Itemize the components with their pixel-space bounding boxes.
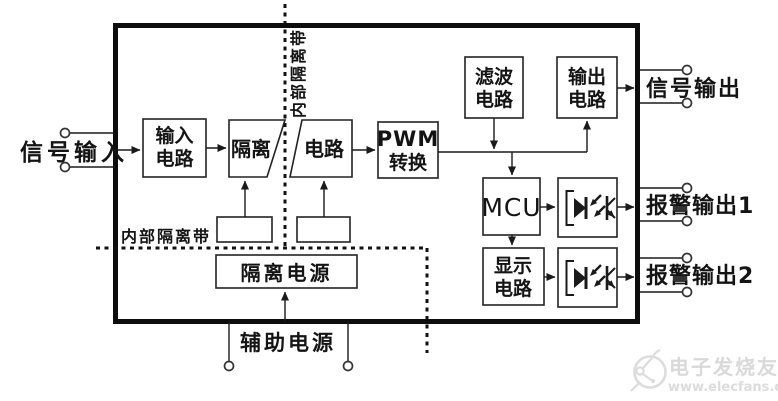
signal-input-label: 信号输入	[20, 139, 128, 166]
terminal-alarm1-bottom	[681, 215, 693, 227]
terminals	[59, 64, 693, 372]
block-isolation	[228, 119, 287, 178]
elecfans-logo-icon	[630, 348, 667, 392]
block-input-circuit	[142, 118, 207, 178]
alarm-output1-label: 报警输出1	[646, 193, 754, 219]
filter-label-2: 电路	[475, 88, 514, 111]
block-isolation-driver-right	[296, 216, 351, 243]
terminal-alarm1-top	[681, 182, 693, 194]
terminal-signal-in-top	[59, 127, 71, 139]
filter-label-1: 滤波	[475, 65, 514, 88]
block-output-circuit	[556, 56, 618, 119]
isolation-band-horizontal-label: 内部隔离带	[121, 227, 211, 246]
elecfans-watermark: 电子发烧友 www.elecfans.com	[630, 348, 778, 395]
module-boundary-box	[113, 23, 640, 324]
mcu-label: MCU	[481, 193, 541, 222]
port-labels: 信号输入 信号输出 报警输出1 报警输出2 辅助电源	[20, 76, 754, 355]
terminal-signal-out-bottom	[681, 97, 693, 109]
terminal-alarm2-top	[681, 252, 693, 264]
block-isolated-power	[215, 254, 358, 289]
terminal-signal-out-top	[681, 64, 693, 76]
terminal-aux-right	[342, 360, 354, 372]
display-circuit-label-2: 电路	[494, 277, 533, 300]
isolation-band: 内部隔离带 内部隔离带	[96, 4, 429, 353]
output-circuit-label-2: 电路	[568, 88, 607, 111]
isolated-power-label: 隔离电源	[241, 261, 333, 285]
isolation-band-vertical-label: 内部隔离带	[289, 28, 308, 118]
block-circuit	[289, 119, 353, 178]
terminal-signal-in-bottom	[59, 161, 71, 173]
connectors	[69, 69, 682, 361]
circuit-label: 电路	[304, 137, 345, 161]
terminal-alarm2-bottom	[681, 286, 693, 298]
alarm-output2-label: 报警输出2	[646, 263, 754, 289]
blocks: 输入 电路 隔离 电路 PWM 转换 滤波 电路 输出 电路 MCU 显示 电路…	[142, 56, 618, 308]
input-circuit-label-1: 输入	[155, 124, 193, 147]
isolation-label: 隔离	[231, 137, 271, 161]
input-circuit-label-2: 电路	[155, 147, 194, 170]
aux-power-label: 辅助电源	[240, 331, 336, 355]
block-isolation-driver-left	[216, 216, 273, 243]
terminal-aux-left	[223, 360, 235, 372]
display-circuit-label-1: 显示	[494, 255, 532, 277]
block-pwm-converter	[377, 121, 439, 179]
pwm-label-1: PWM	[377, 127, 439, 151]
watermark-url: www.elecfans.com	[668, 380, 778, 395]
pwm-label-2: 转换	[389, 151, 428, 174]
output-circuit-label-1: 输出	[568, 65, 606, 88]
watermark-brand: 电子发烧友	[669, 355, 778, 379]
signal-output-label: 信号输出	[646, 76, 742, 102]
